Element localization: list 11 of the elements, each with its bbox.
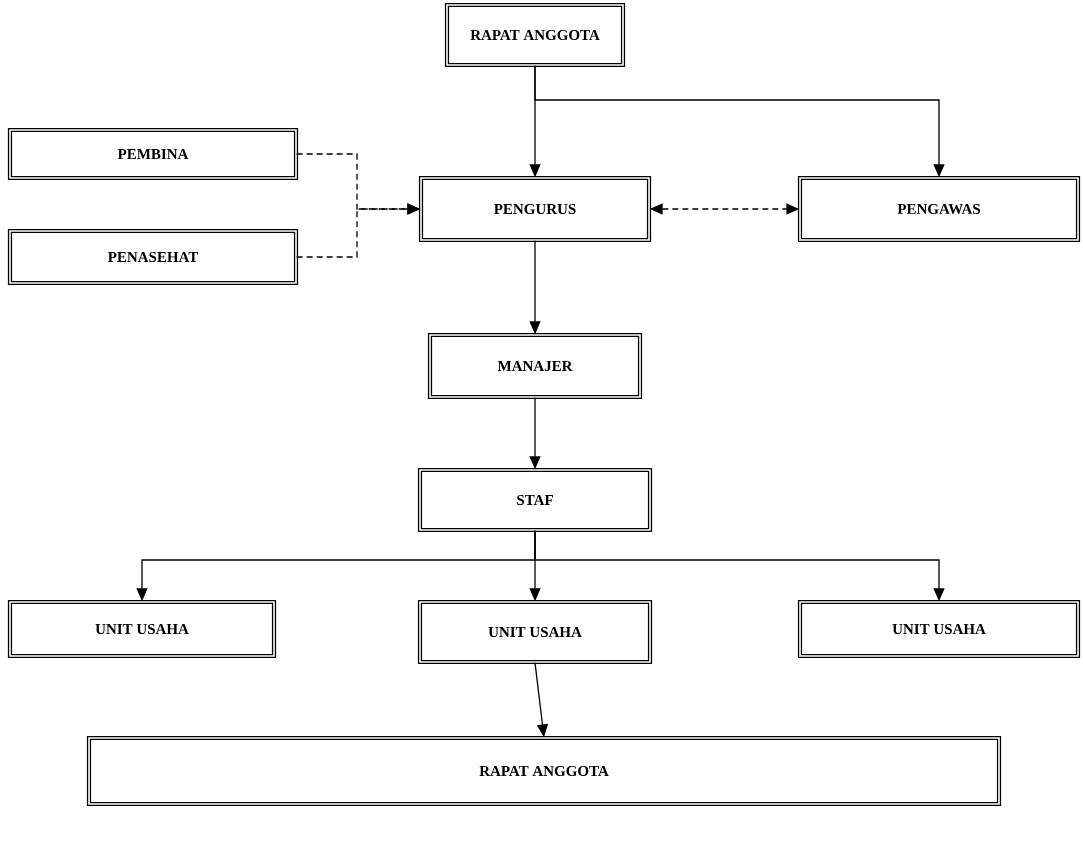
org-box: UNIT USAHA: [797, 599, 1081, 659]
org-box: MANAJER: [427, 332, 643, 400]
org-box: RAPAT ANGGOTA: [86, 735, 1002, 807]
org-box: RAPAT ANGGOTA: [444, 2, 626, 68]
org-box: STAF: [417, 467, 653, 533]
org-box: PEMBINA: [7, 127, 299, 181]
org-box: UNIT USAHA: [417, 599, 653, 665]
org-box: PENGAWAS: [797, 175, 1081, 243]
org-box: PENASEHAT: [7, 228, 299, 286]
org-box: PENGURUS: [418, 175, 652, 243]
org-box: UNIT USAHA: [7, 599, 277, 659]
